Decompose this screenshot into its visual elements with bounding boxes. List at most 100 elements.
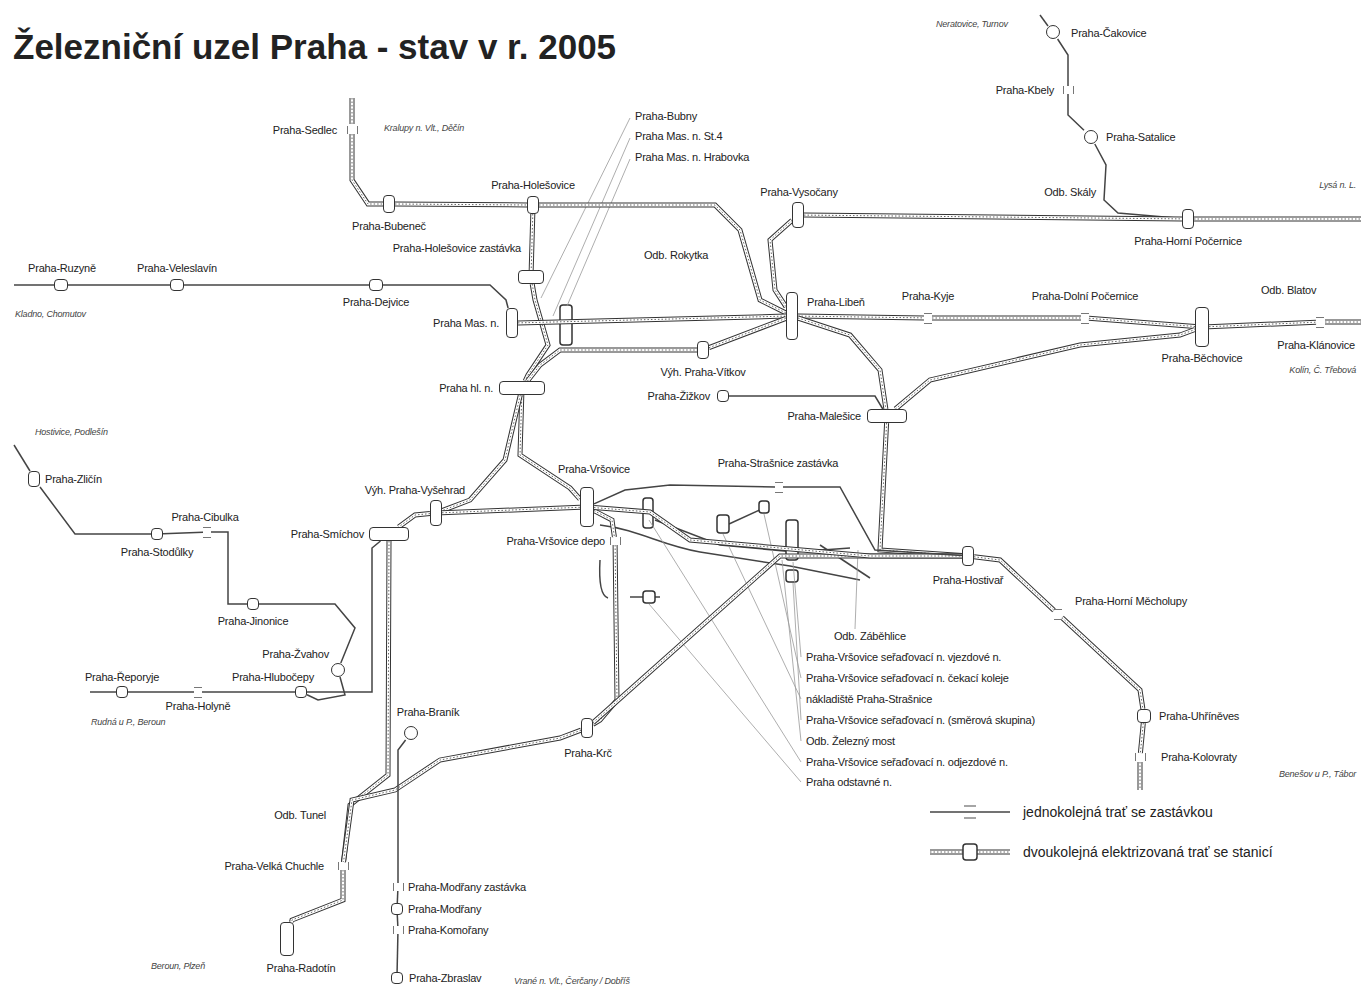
leader-line [553, 138, 630, 316]
station-name: Praha-Modřany [407, 903, 482, 916]
station-name: Praha-Jinonice [217, 615, 290, 628]
station: Praha-Vysočany [792, 202, 804, 228]
yard-box [560, 305, 572, 345]
track-line [184, 284, 369, 286]
station-name: Praha-Hlubočepy [231, 671, 315, 684]
station-name: Výh. Praha-Vyšehrad [364, 484, 466, 497]
track [880, 423, 962, 556]
station: Praha-Libeň [786, 292, 798, 340]
direction-label: Benešov u P., Tábor [1278, 769, 1357, 780]
track-line [709, 318, 786, 347]
track-line [518, 316, 786, 323]
track [398, 740, 406, 883]
station: Praha hl. n. [499, 381, 545, 395]
track-line [395, 204, 527, 205]
station: Praha-Modřany zastávka [393, 883, 404, 891]
track-line [1140, 723, 1143, 753]
station-name: Praha Mas. n. [432, 317, 500, 330]
station-name: Praha-Kyje [901, 290, 955, 303]
station-name: Praha-Modřany zastávka [407, 881, 527, 894]
track [531, 214, 533, 270]
track-line [1325, 322, 1361, 323]
track [211, 532, 247, 604]
track-line [1325, 321, 1361, 324]
station-name: Praha-Vršovice [557, 463, 631, 476]
track-line [351, 98, 354, 124]
track-line [880, 423, 962, 556]
track-line [442, 507, 580, 513]
track-line [709, 318, 786, 347]
station-name: Praha-Holešovice [490, 179, 576, 192]
station: Praha-Uhříněves [1137, 709, 1151, 723]
track [932, 318, 1081, 319]
track [1209, 322, 1316, 327]
station: Praha-Žižkov [717, 390, 729, 402]
station-name: Praha-Dolní Počernice [1031, 290, 1139, 303]
legend-text: dvoukolejná elektrizovaná trať se stanic… [1022, 844, 1274, 861]
track-line [594, 511, 614, 537]
track-line [880, 423, 962, 556]
track [783, 487, 962, 556]
station-name: Praha-Žižkov [647, 390, 711, 403]
station: Praha-Smíchov [369, 527, 409, 541]
station: Praha-Žvahov [331, 663, 345, 677]
direction-label: Kladno, Chomutov [14, 309, 87, 320]
station-name: Praha-Uhříněves [1158, 710, 1240, 723]
track-line [352, 98, 353, 124]
track [397, 891, 399, 903]
track-line [709, 318, 786, 347]
track-line [128, 691, 194, 693]
track-line [594, 508, 962, 556]
track-line [804, 215, 1182, 219]
place-label: Praha Mas. n. St.4 [634, 130, 724, 143]
track-line [202, 691, 295, 693]
station: Praha-Veleslavín [170, 279, 184, 291]
station: Praha-Jinonice [247, 598, 259, 610]
station: Praha-Krč [581, 718, 593, 738]
place-label: Odb. Skály [1043, 186, 1097, 199]
track [593, 556, 962, 723]
track [594, 485, 775, 504]
leader-line [567, 159, 630, 306]
direction-label: Kolín, Č. Třebová [1288, 365, 1357, 376]
track-line [399, 514, 430, 527]
station: Výh. Praha-Vítkov [697, 341, 709, 359]
track-line [1194, 219, 1361, 220]
place-label: Praha-Vršovice seřaďovací n. (směrová sk… [805, 714, 1036, 727]
track [1062, 618, 1143, 709]
track-line [804, 215, 1182, 219]
track-stub [14, 284, 54, 286]
legend-sample [963, 844, 977, 860]
leader-line [764, 514, 801, 678]
station: Praha-Stodůlky [151, 528, 163, 540]
direction-label: Kralupy n. Vlt., Děčín [383, 123, 465, 134]
track-line [1209, 322, 1316, 327]
track-line [352, 134, 383, 204]
track [729, 396, 883, 409]
track-line [1062, 618, 1143, 709]
station: Praha-Vršovice depo [610, 537, 621, 545]
station-name: Praha-Klánovice [1276, 339, 1356, 352]
station-name: Praha-Kolovraty [1160, 751, 1238, 764]
station: Výh. Praha-Vyšehrad [430, 500, 442, 526]
station-name: Praha-Stodůlky [120, 546, 194, 559]
track-line [531, 214, 533, 270]
track-line [539, 205, 786, 313]
track [399, 514, 430, 527]
track [395, 204, 527, 205]
place-label: Odb. Rokytka [643, 249, 709, 262]
yard-box [717, 515, 729, 533]
track-line [520, 395, 580, 499]
track-line [1095, 144, 1182, 219]
track-stub [352, 98, 353, 124]
station-name: Praha-Radotín [266, 962, 337, 975]
direction-label: Vrané n. Vlt., Čerčany / Dobříš [513, 976, 631, 987]
station: Praha-Satalice [1084, 130, 1098, 144]
track-line [397, 891, 399, 903]
place-label: Odb. Tunel [273, 809, 327, 822]
track-line [594, 511, 614, 537]
track-line [1068, 94, 1084, 130]
station-name: Praha-Satalice [1105, 131, 1176, 144]
track-stub [14, 445, 30, 471]
